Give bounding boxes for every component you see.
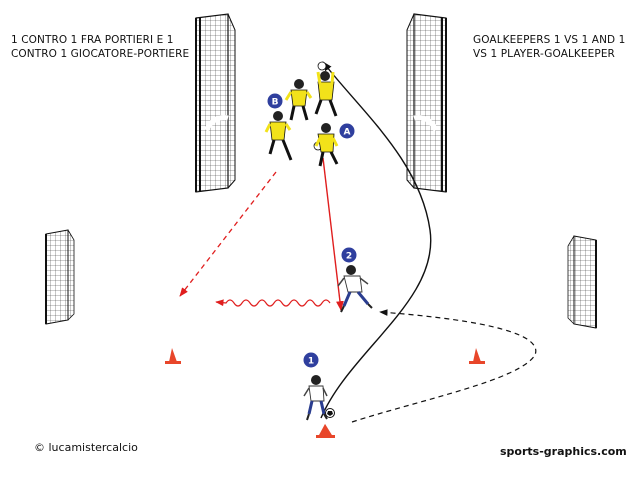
dribble-run-line — [320, 61, 432, 419]
goalkeeper-figure-top-right — [314, 61, 338, 117]
keeper-throw-line — [322, 157, 344, 311]
badge-a: A — [339, 123, 355, 139]
brand-text: sports-graphics.com — [500, 445, 627, 458]
caption-italian: 1 CONTRO 1 FRA PORTIERI E 1 CONTRO 1 GIO… — [11, 34, 190, 60]
wavy-dribble-line — [215, 299, 331, 307]
goal-left-large — [195, 13, 236, 193]
badge-2: 2 — [341, 247, 357, 263]
goal-right-large — [406, 13, 447, 193]
badge-2-label: 2 — [346, 252, 352, 262]
player-figure-2 — [337, 265, 373, 313]
copyright-text: © lucamistercalcio — [34, 441, 138, 454]
keeper-pass-dashed-line — [179, 171, 277, 297]
goalkeeper-figure-a — [313, 123, 339, 167]
soccer-ball-icon — [325, 408, 335, 418]
player-figure-1 — [303, 375, 328, 421]
badge-b-label: B — [272, 98, 279, 108]
badge-1-label: 1 — [308, 357, 314, 367]
badge-b: B — [267, 93, 283, 109]
return-run-dashed-line — [351, 309, 537, 423]
caption-english: GOALKEEPERS 1 VS 1 AND 1 VS 1 PLAYER-GOA… — [473, 34, 626, 60]
badge-1: 1 — [303, 352, 319, 368]
goalkeeper-figure-top-left — [284, 79, 313, 121]
goal-left-small — [45, 229, 75, 325]
cone-left — [165, 348, 181, 364]
cone-right — [469, 348, 485, 364]
goal-right-small — [567, 235, 597, 329]
cone-start — [316, 422, 335, 438]
badge-a-label: A — [344, 128, 351, 138]
goalkeeper-figure-b — [264, 111, 293, 161]
